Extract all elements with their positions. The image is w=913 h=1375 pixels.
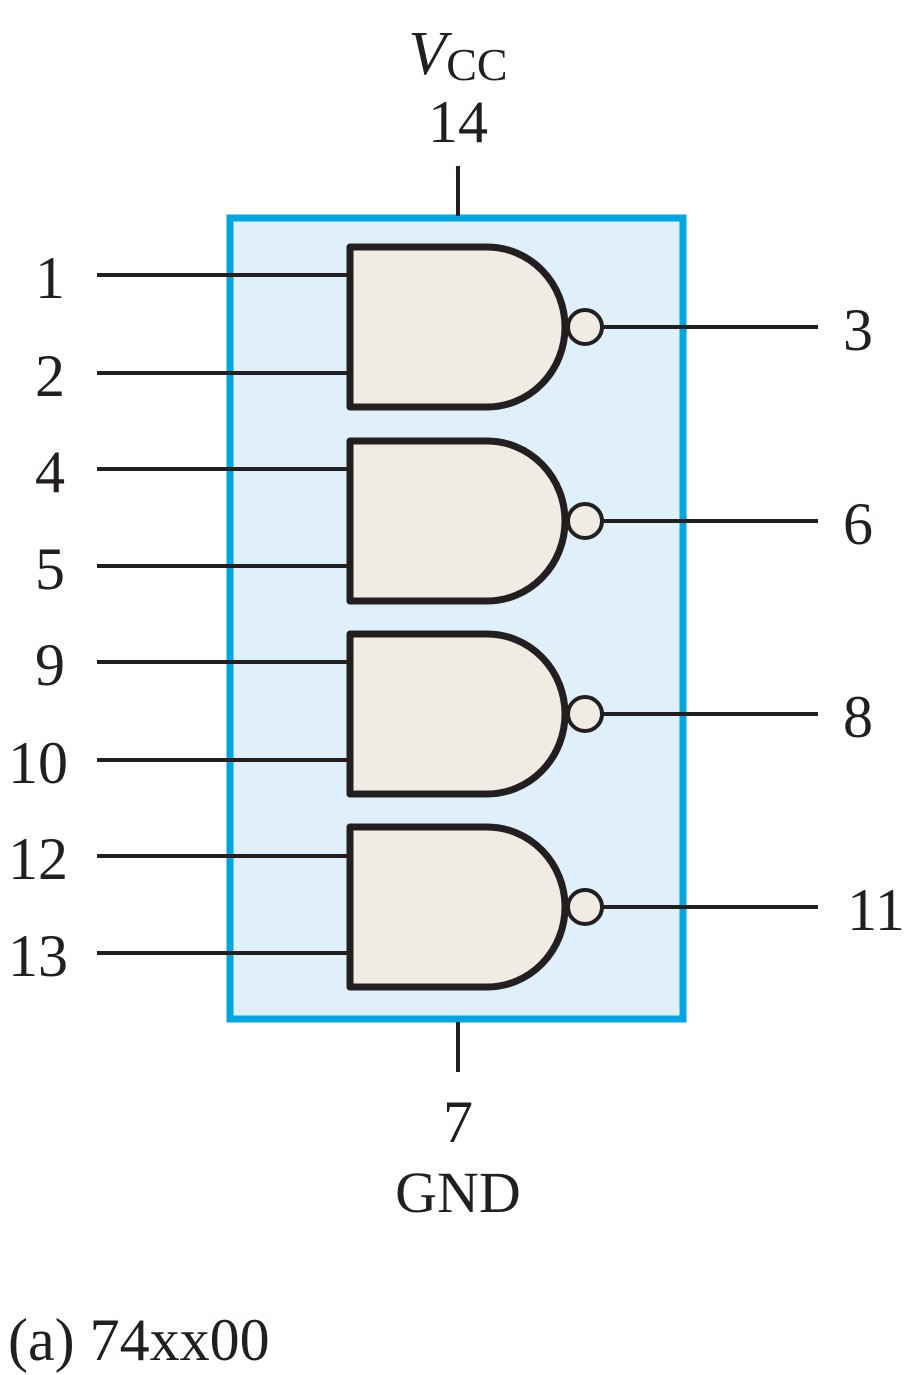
input-a-pin: 12 (8, 826, 68, 892)
input-b-pin: 2 (35, 343, 65, 409)
inversion-bubble (566, 502, 604, 540)
vcc-label: VCC (408, 20, 507, 90)
input-b-pin: 10 (8, 730, 68, 796)
nand-body (346, 437, 569, 605)
nand-gate-4: 12 13 11 (8, 823, 905, 991)
output-pin: 11 (847, 877, 905, 943)
output-pin: 3 (843, 297, 873, 363)
gnd-label: GND (395, 1160, 521, 1225)
figure-caption: (a) 74xx00 (8, 1307, 270, 1373)
nand-body (346, 823, 569, 991)
inversion-bubble (566, 888, 604, 926)
vcc-pin-number: 14 (428, 89, 488, 155)
input-a-pin: 1 (35, 245, 65, 311)
nand-body (346, 243, 569, 411)
nand-gate-3: 9 10 8 (8, 630, 873, 798)
output-pin: 8 (843, 684, 873, 750)
inversion-bubble (566, 308, 604, 346)
vcc-sub: CC (446, 39, 507, 90)
inversion-bubble (566, 695, 604, 733)
nand-gate-1: 1 2 3 (35, 243, 873, 411)
input-b-pin: 13 (8, 923, 68, 989)
input-b-pin: 5 (35, 536, 65, 602)
nand-body (346, 630, 569, 798)
input-a-pin: 4 (35, 439, 65, 505)
vcc-main: V (408, 20, 452, 88)
input-a-pin: 9 (35, 632, 65, 698)
nand-gate-2: 4 5 6 (35, 437, 873, 605)
output-pin: 6 (843, 491, 873, 557)
gnd-pin-number: 7 (443, 1089, 473, 1155)
